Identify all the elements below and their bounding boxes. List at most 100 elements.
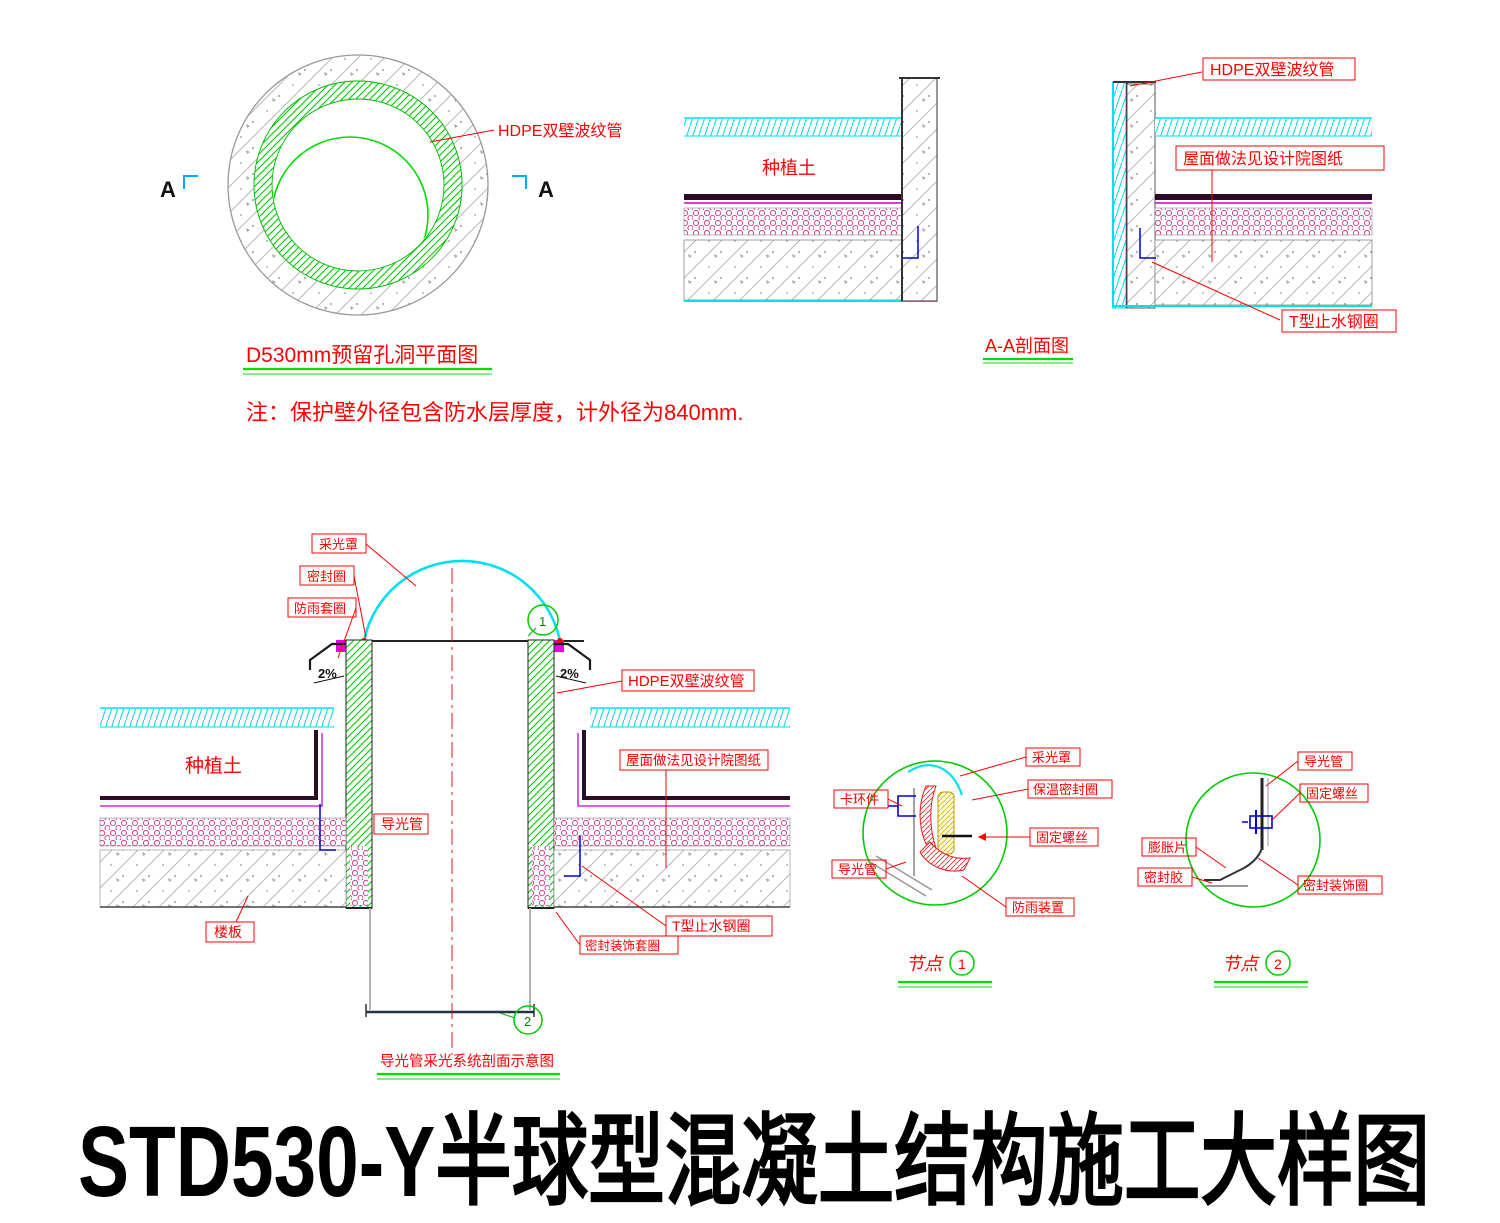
steel-ring-bracket <box>903 226 919 259</box>
leader-line <box>887 798 903 807</box>
waterproof-layer <box>1155 194 1372 200</box>
seal-label: 密封圈 <box>307 569 346 584</box>
insulation-right <box>553 817 791 847</box>
pipe-protection-wall <box>901 77 938 302</box>
insulation-seal-shape <box>937 791 955 855</box>
leader-line <box>1195 846 1227 869</box>
pipe-seal-strip-right <box>532 846 550 906</box>
leader-line <box>499 1012 516 1019</box>
section-aa-caption: A-A剖面图 <box>985 336 1069 356</box>
node1-caption-number: 1 <box>958 956 966 972</box>
leader-line <box>556 680 623 694</box>
node1-screw-label: 固定螺丝 <box>1036 830 1088 845</box>
waterproof-layer <box>684 194 902 200</box>
leader-line <box>429 129 495 143</box>
slope-label-right: 2% <box>560 666 579 681</box>
label-box <box>299 565 355 586</box>
leader-line <box>885 861 907 870</box>
node2-sealant-label: 密封胶 <box>1144 870 1183 885</box>
slab-left <box>99 849 347 908</box>
section-cut-mark-left <box>183 175 198 189</box>
drainage-layer-left <box>100 709 334 727</box>
section-letter-right: A <box>538 177 554 202</box>
tube-line <box>869 861 927 897</box>
section-cut-mark-right <box>512 175 527 189</box>
drainage-layer <box>684 119 902 136</box>
leader-line <box>961 875 1007 908</box>
label-box <box>621 669 755 692</box>
node1-dome-label: 采光罩 <box>1032 750 1071 765</box>
membrane-left <box>100 733 323 807</box>
hdpe-pipe-strip <box>1112 81 1127 309</box>
dome-edge-arc <box>907 764 964 796</box>
leader-line <box>235 895 249 923</box>
hdpe-label: HDPE双壁波纹管 <box>628 673 745 690</box>
leader-line <box>527 627 537 637</box>
main-section: 2% 2% 种植土 <box>99 533 791 1080</box>
node2-marker-number: 2 <box>524 1014 531 1029</box>
roofdetail-tring-label: T型止水钢圈 <box>1289 313 1379 331</box>
light-tube-label: 导光管 <box>381 816 423 832</box>
main-caption: 导光管采光系统剖面示意图 <box>380 1052 554 1070</box>
tube-line <box>875 855 933 891</box>
seal-dot-right <box>557 638 563 644</box>
protection-wall <box>1126 83 1156 309</box>
tring-label: T型止水钢圈 <box>672 918 751 934</box>
bracket-shape <box>1204 847 1263 881</box>
node2-detail: 导光管 固定螺丝 膨胀片 密封胶 密封装饰圈 节点 2 <box>1137 751 1383 988</box>
slope-label-left: 2% <box>318 666 337 681</box>
membrane-right <box>577 733 790 807</box>
steel-ring-bracket-right <box>564 836 581 877</box>
roofdetail-pipe-label: HDPE双壁波纹管 <box>1210 60 1334 79</box>
plan-note: 注：保护壁外径包含防水层厚度，计外径为840mm. <box>246 400 743 425</box>
waterproof-right <box>582 730 790 800</box>
node1-rain-label: 防雨装置 <box>1012 900 1064 915</box>
node2-marker <box>513 1005 543 1035</box>
node1-marker-number: 1 <box>539 614 546 629</box>
leader-line <box>971 788 1029 801</box>
insulation-left <box>99 817 347 847</box>
leader-line <box>353 575 367 639</box>
leader-line <box>365 543 417 587</box>
label-box <box>1202 57 1356 81</box>
leader-line <box>959 756 1027 777</box>
seal-ring-left <box>336 640 346 652</box>
node1-detail: 采光罩 保温密封圈 卡环件 固定螺丝 导光管 防雨装置 节点 1 <box>831 747 1113 988</box>
node1-caption: 节点 <box>906 954 944 974</box>
node1-tube-label: 导光管 <box>838 862 877 877</box>
slope-tick <box>555 675 587 684</box>
seal-ring-right <box>554 640 564 652</box>
node2-caption-number: 2 <box>1274 956 1282 972</box>
insulation-layer <box>683 207 903 236</box>
node2-expansion-label: 膨胀片 <box>1148 840 1187 855</box>
roof-edge-detail: HDPE双壁波纹管 屋面做法见设计院图纸 T型止水钢圈 <box>1112 57 1397 333</box>
section-aa: 种植土 A-A剖面图 <box>683 77 1073 364</box>
insulation-layer <box>1154 207 1373 236</box>
leader-line <box>581 865 667 927</box>
slab-right <box>553 849 791 908</box>
leader-line <box>1191 876 1213 884</box>
node2-tube-label: 导光管 <box>1304 754 1343 769</box>
rain-device-shape <box>919 841 971 872</box>
flashing-left <box>308 642 346 670</box>
roofdetail-roof-label: 屋面做法见设计院图纸 <box>1183 150 1343 168</box>
leader-line <box>337 607 357 659</box>
leader-line <box>1257 857 1299 886</box>
slope-tick <box>313 675 345 684</box>
sheet-title: STD530-Y半球型混凝土结构施工大样图 <box>78 1106 1430 1218</box>
plan-pipe-curve <box>273 136 429 270</box>
dome-label: 采光罩 <box>319 537 358 552</box>
node1-marker <box>527 604 559 636</box>
roof-method-label: 屋面做法见设计院图纸 <box>626 753 761 768</box>
node2-caption-circle <box>1265 950 1291 976</box>
plan-caption: D530mm预留孔洞平面图 <box>246 344 478 367</box>
leader-line <box>1151 261 1281 321</box>
leader-line <box>1129 71 1203 87</box>
deco-collar-label: 密封装饰套圈 <box>585 938 660 953</box>
steel-ring-bracket <box>1139 228 1156 259</box>
label-box <box>1281 309 1397 333</box>
node1-circle <box>862 760 1008 906</box>
leader-line <box>1271 792 1301 821</box>
